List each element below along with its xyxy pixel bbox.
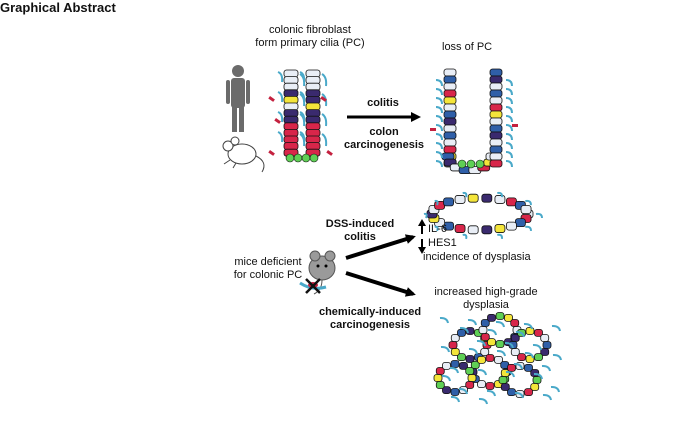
crypt-healthy-icon — [268, 69, 333, 163]
il6-label: IL-6 — [428, 223, 447, 235]
high-grade-dysplasia-icon — [433, 312, 562, 405]
arrow-to-colitis — [345, 234, 416, 260]
colitis-label: colitis — [367, 97, 399, 109]
mice-label-line1: mice deficient — [234, 256, 302, 268]
dss-colitis-label: colitis — [344, 231, 376, 243]
dysplasia-ring-icon — [423, 191, 543, 240]
chemical-label-line1: chemically-induced — [318, 306, 422, 318]
high-grade-label-line2: dysplasia — [463, 299, 509, 311]
fibroblast-label-line1: colonic fibroblast — [269, 24, 351, 36]
human-icon — [226, 65, 250, 132]
crossed-fibroblast-icon — [299, 278, 327, 294]
crypt-loss-of-pc-icon — [430, 68, 518, 175]
up-arrow-icon — [418, 219, 426, 234]
mice-label-line2: for colonic PC — [233, 269, 303, 281]
high-grade-label-line1: increased high-grade — [434, 286, 538, 298]
down-arrow-icon — [418, 239, 426, 254]
colon-label: colon — [369, 126, 399, 138]
loss-of-pc-label: loss of PC — [442, 41, 493, 53]
dysplasia-incidence-label: incidence of dysplasia — [423, 251, 531, 263]
hes1-label: HES1 — [428, 237, 457, 249]
pc-deficient-mouse-icon — [308, 250, 336, 295]
fibroblast-label-line2: form primary cilia (PC) — [255, 37, 365, 49]
page-title: Graphical Abstract — [0, 0, 116, 15]
dss-label: DSS-induced — [325, 218, 395, 230]
carcinogenesis-label: carcinogenesis — [343, 139, 425, 151]
arrow-to-carcinogenesis — [345, 271, 416, 297]
mouse-icon — [222, 136, 265, 173]
chemical-label-line2: carcinogenesis — [329, 319, 411, 331]
